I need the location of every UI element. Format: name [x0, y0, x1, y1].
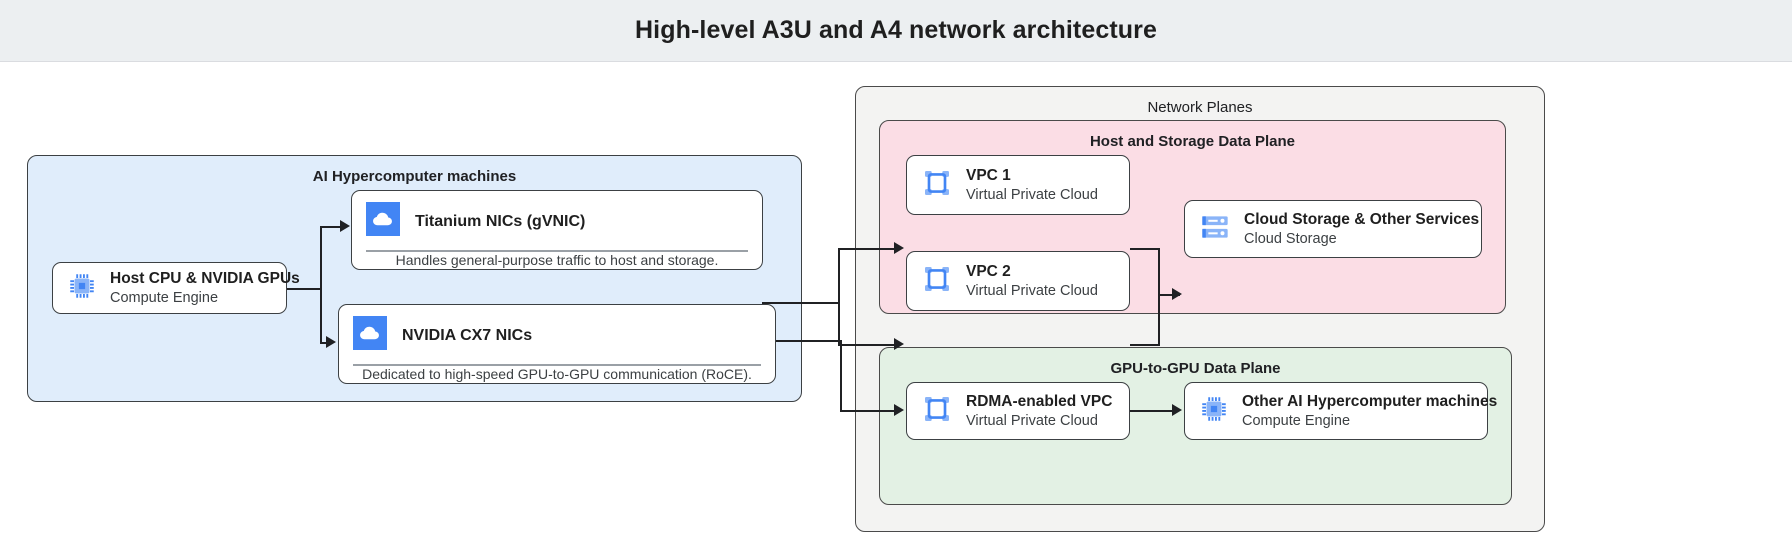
node-subtitle: Cloud Storage [1244, 230, 1337, 247]
title-bar: High-level A3U and A4 network architectu… [0, 0, 1792, 62]
vpc-icon [921, 167, 953, 204]
arrow-to-vpc1 [894, 242, 904, 254]
node-title: Host CPU & NVIDIA GPUs [110, 270, 300, 288]
arrow-to-cx7 [326, 336, 336, 348]
group-title-network-planes: Network Planes [1147, 99, 1253, 116]
node-host-cpu-gpus[interactable]: Host CPU & NVIDIA GPUs Compute Engine [52, 262, 300, 314]
group-title-ai-hypercomputer-machines: AI Hypercomputer machines [312, 168, 517, 185]
diagram-canvas: AI Hypercomputer machines Network Planes… [0, 62, 1792, 560]
vpc-icon [921, 393, 953, 430]
group-title-gpu-to-gpu-data-plane: GPU-to-GPU Data Plane [1110, 360, 1281, 377]
storage-icon [1199, 211, 1231, 248]
arrow-to-cloud-storage [1172, 288, 1182, 300]
connector-branch-to-cx7 [320, 342, 330, 344]
connector-merge-to-storage [1158, 294, 1180, 296]
cloud-icon [353, 316, 387, 355]
connector-branch-to-titanium [320, 226, 342, 228]
vpc-icon [921, 263, 953, 300]
node-subtitle: Virtual Private Cloud [966, 412, 1098, 429]
connector-vpc-merge-vertical [1158, 248, 1160, 346]
cloud-icon [366, 202, 400, 241]
arrow-to-other-machines [1172, 404, 1182, 416]
node-title: Cloud Storage & Other Services [1244, 211, 1480, 229]
node-subtitle: Compute Engine [110, 289, 219, 306]
node-title: VPC 2 [966, 263, 1011, 281]
cx7-nics-header: NVIDIA CX7 NICs [339, 305, 775, 364]
connector-vpc1-right [1130, 248, 1160, 250]
node-subtitle: Virtual Private Cloud [966, 186, 1098, 203]
titanium-nics-header: Titanium NICs (gVNIC) [352, 191, 762, 250]
connector-rdma-to-other-machines [1130, 410, 1178, 412]
node-titanium-nics[interactable]: Titanium NICs (gVNIC) Handles general-pu… [351, 190, 763, 270]
group-title-host-storage-data-plane: Host and Storage Data Plane [1089, 133, 1296, 150]
card-divider [366, 250, 748, 252]
titanium-nics-caption: Handles general-purpose traffic to host … [395, 252, 719, 269]
node-subtitle: Compute Engine [1242, 412, 1351, 429]
connector-split-to-vpc1 [838, 248, 900, 250]
page-title: High-level A3U and A4 network architectu… [635, 16, 1157, 44]
node-vpc-1[interactable]: VPC 1 Virtual Private Cloud [906, 155, 1130, 215]
node-subtitle: Virtual Private Cloud [966, 282, 1098, 299]
node-cloud-storage[interactable]: Cloud Storage & Other Services Cloud Sto… [1184, 200, 1482, 258]
arrow-to-vpc2 [894, 338, 904, 350]
connector-split-to-vpc2 [838, 344, 900, 346]
node-title: RDMA-enabled VPC [966, 393, 1113, 411]
connector-cx7-to-rdma [840, 410, 900, 412]
node-rdma-enabled-vpc[interactable]: RDMA-enabled VPC Virtual Private Cloud [906, 382, 1130, 440]
node-vpc-2[interactable]: VPC 2 Virtual Private Cloud [906, 251, 1130, 311]
cpu-chip-icon [1199, 394, 1229, 429]
connector-branch-vertical [320, 226, 322, 343]
node-title: Titanium NICs (gVNIC) [415, 212, 586, 230]
connector-host-to-branch [286, 288, 322, 290]
connector-vpc2-right [1130, 344, 1160, 346]
node-nvidia-cx7-nics[interactable]: NVIDIA CX7 NICs Dedicated to high-speed … [338, 304, 776, 384]
arrow-to-rdma-vpc [894, 404, 904, 416]
connector-vpc-split-vertical [838, 248, 840, 346]
node-title: NVIDIA CX7 NICs [402, 326, 533, 344]
node-title: VPC 1 [966, 167, 1011, 185]
node-title: Other AI Hypercomputer machines [1242, 393, 1498, 411]
cpu-chip-icon [67, 271, 97, 306]
node-other-ai-hypercomputer-machines[interactable]: Other AI Hypercomputer machines Compute … [1184, 382, 1497, 440]
connector-cx7-vertical [840, 340, 842, 412]
cx7-nics-caption: Dedicated to high-speed GPU-to-GPU commu… [362, 366, 752, 383]
card-divider [353, 364, 761, 366]
arrow-to-titanium [340, 220, 350, 232]
connector-titanium-to-vpcsplit [762, 302, 840, 304]
connector-cx7-right [776, 340, 842, 342]
